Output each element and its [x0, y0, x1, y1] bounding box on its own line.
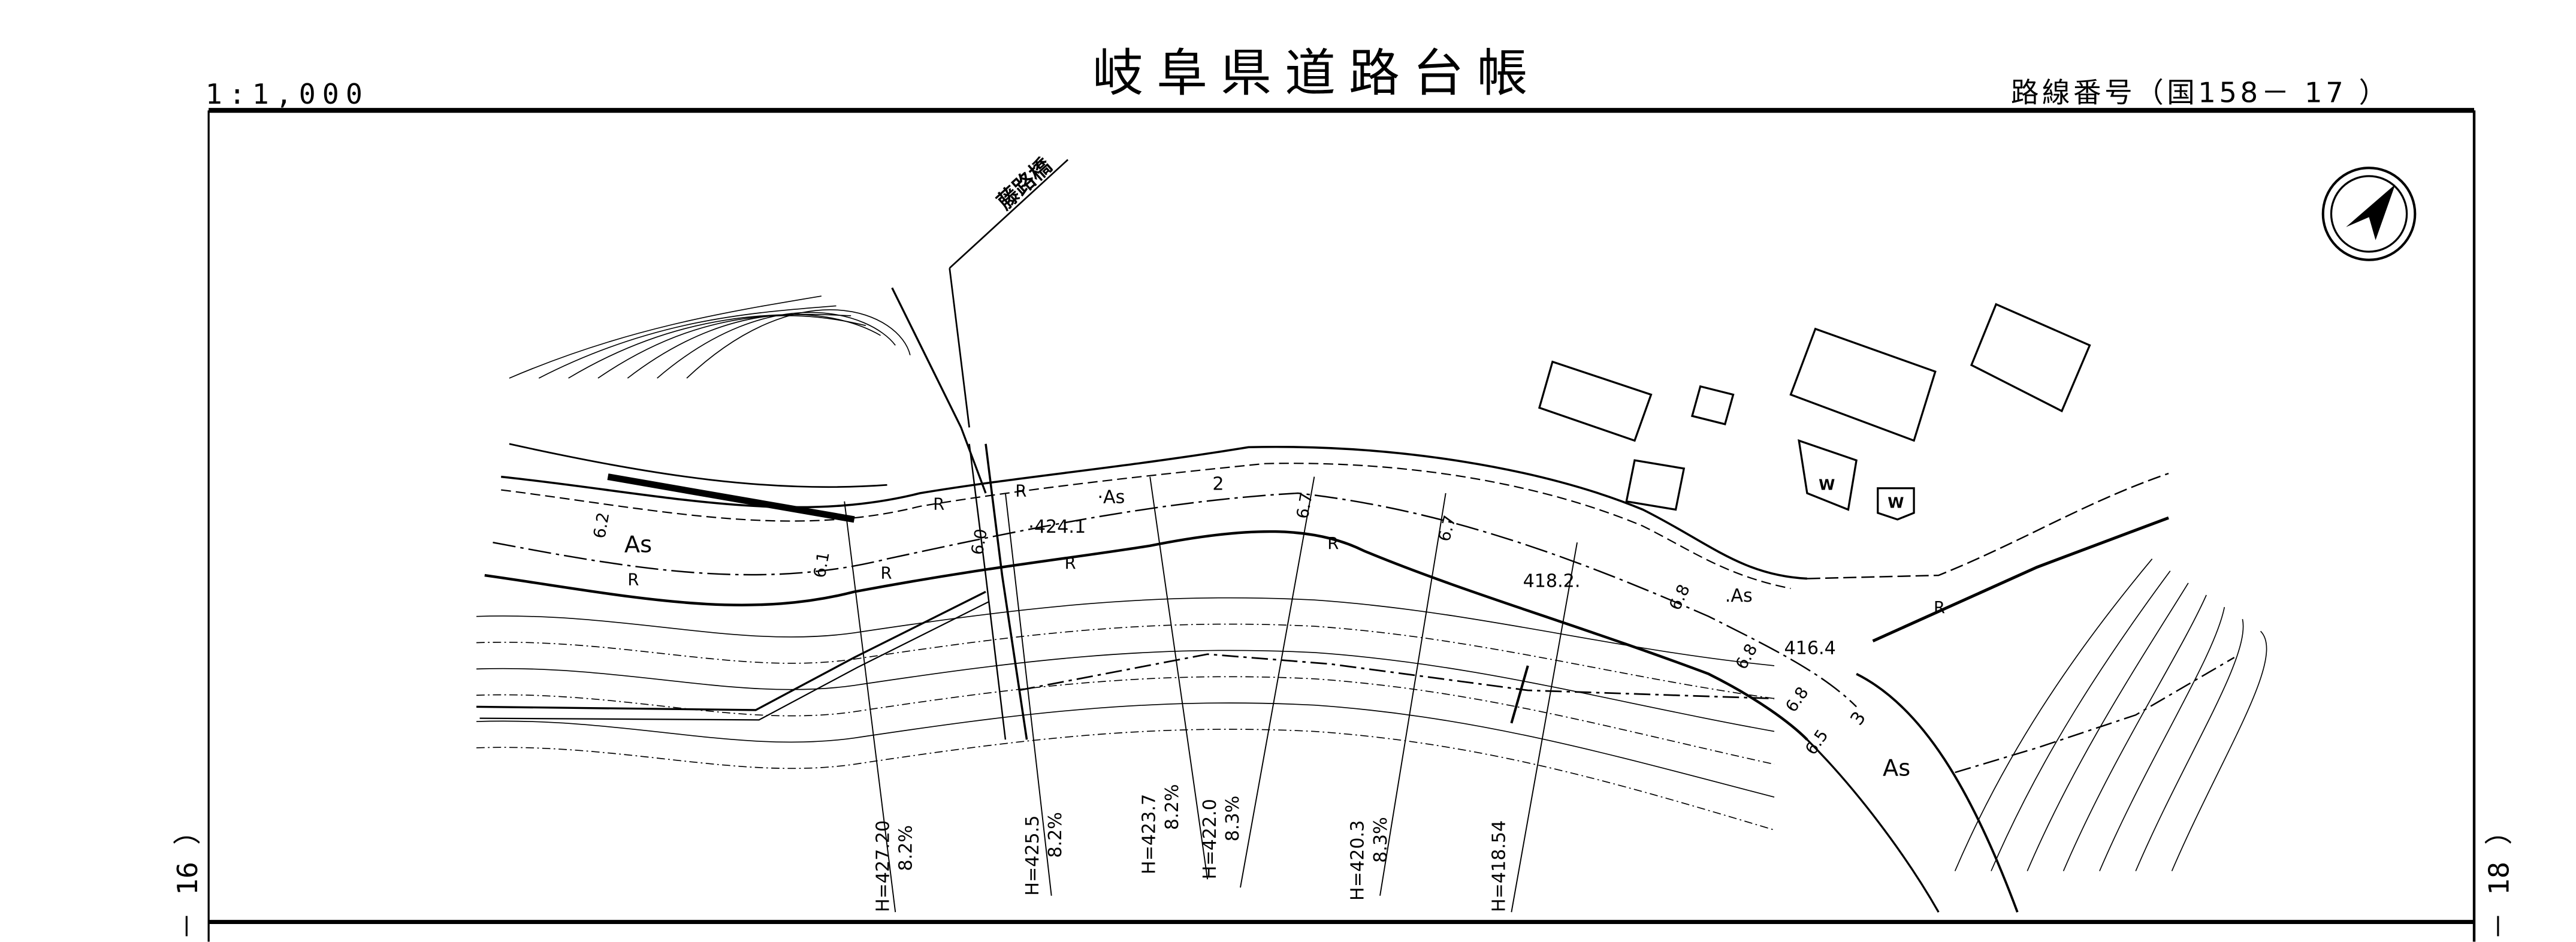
guardrail-label: R [1934, 599, 1945, 617]
guardrail-label: R [1015, 482, 1026, 500]
elevation-label: ·424.1 [1028, 517, 1086, 538]
guardrail-label: R [933, 495, 944, 514]
grade-percent: 8.3% [1222, 796, 1243, 842]
contour-line [476, 702, 1775, 798]
guardrail-label: R [1065, 554, 1076, 573]
adjacent-sheet-right: － 18 ） [2483, 817, 2515, 940]
contour-line [568, 313, 851, 379]
contour-line [1991, 570, 2171, 871]
grade-percent: 8.2% [1045, 812, 1066, 858]
grade-elevation: H=425.5 [1022, 816, 1043, 896]
width-label: 6.5 [1802, 726, 1832, 758]
sheet-frame [207, 108, 2476, 942]
contour-line [509, 295, 822, 379]
contour-line [2099, 606, 2225, 871]
width-label: 6.1 [811, 550, 833, 579]
grade-elevation: H=422.0 [1200, 799, 1221, 879]
contour-line [476, 597, 1775, 666]
contour-line [476, 729, 1775, 831]
well-label-1: W [1819, 476, 1835, 494]
map-annotations: As ·As .As As ·424.1 418.2. 416.4 6.2 6.… [590, 474, 1945, 782]
grade-percent: 8.3% [1370, 817, 1391, 863]
grade-elevation: H=418.54 [1488, 820, 1509, 912]
contour-line [538, 305, 836, 379]
grade-elevation: H=427.20 [872, 820, 893, 912]
adjacent-sheet-left: － 16 ） [171, 817, 204, 940]
north-arrow-icon [2321, 167, 2417, 261]
contour-line [686, 309, 911, 379]
sheet-title: 岐阜県道路台帳 [1092, 44, 1541, 103]
contour-line [2135, 619, 2244, 871]
width-label: 6.2 [590, 511, 613, 540]
contour-line [2062, 594, 2207, 871]
width-label: 6.8 [1782, 684, 1812, 715]
contour-line [476, 650, 1775, 732]
surface-label: As [624, 532, 652, 558]
contour-line [597, 315, 866, 379]
bridge-name: 藤路橋 [993, 153, 1057, 215]
guardrail-label: R [881, 564, 892, 583]
contour-line [2027, 582, 2189, 871]
grade-elevation: H=423.7 [1138, 794, 1159, 874]
elevation-label: 416.4 [1784, 638, 1835, 659]
guardrail-label: R [1327, 535, 1339, 553]
contour-line [627, 314, 881, 379]
surface-label: .As [1725, 585, 1753, 606]
station-label: 3 [1846, 708, 1870, 729]
station-label: 2 [1212, 474, 1224, 495]
route-number: 路線番号（国158－ 17 ） [2011, 76, 2390, 108]
surface-label: As [1883, 755, 1910, 782]
grade-percent: 8.2% [1162, 784, 1183, 830]
guardrail-label: R [627, 571, 639, 590]
bridge-callout: 藤路橋 [949, 153, 1069, 428]
contour-lines [476, 295, 2267, 871]
contour-line [657, 312, 896, 379]
surface-label: ·As [1097, 487, 1125, 508]
width-label: 6.8 [1666, 582, 1694, 614]
well-label-2: W [1888, 494, 1904, 512]
contour-line [476, 623, 1775, 699]
grade-elevation: H=420.3 [1348, 820, 1369, 901]
grade-labels: H=427.20 8.2% H=425.5 8.2% H=423.7 8.2% … [844, 476, 1578, 913]
width-label: 6.0 [968, 527, 991, 556]
width-label: 6.8 [1732, 641, 1762, 672]
width-label: 6.7 [1294, 491, 1316, 520]
contour-line [1954, 558, 2153, 871]
buildings [1538, 303, 2091, 521]
road-lines [476, 287, 2235, 913]
contour-line [476, 676, 1775, 765]
grade-percent: 8.2% [896, 825, 917, 871]
contour-line [2171, 630, 2267, 871]
width-label: 6.7 [1435, 514, 1460, 544]
scale-label: 1:1,000 [206, 78, 369, 110]
